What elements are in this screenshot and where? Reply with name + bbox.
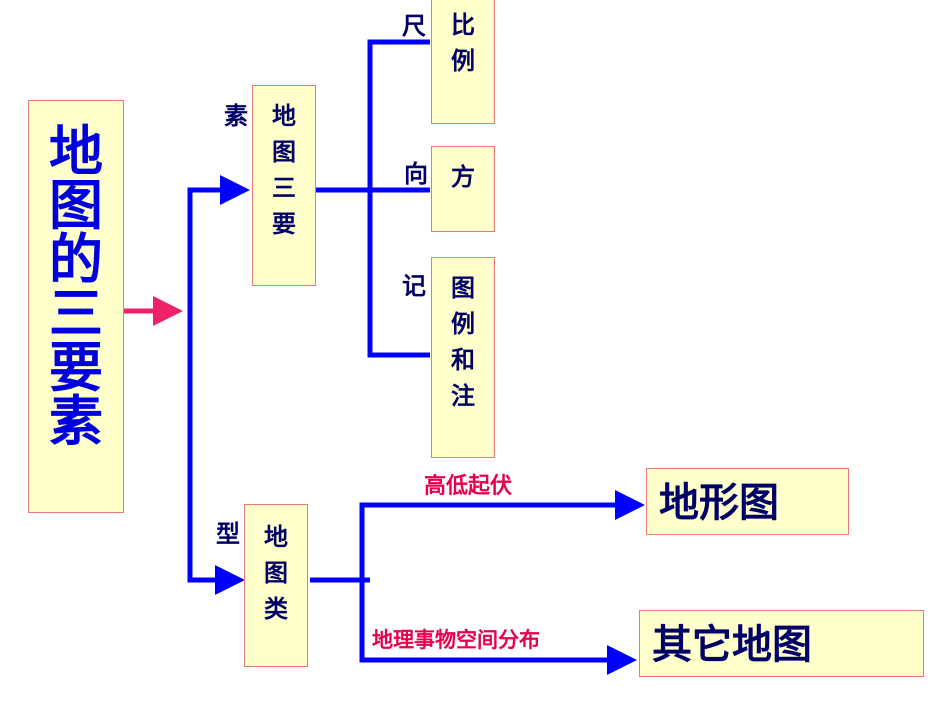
- legend-side-char: 记: [402, 272, 426, 300]
- types-bracket: [359, 502, 628, 663]
- title-char: 的: [49, 228, 103, 291]
- elements-bracket: [367, 39, 430, 358]
- elements-char: 要: [272, 210, 296, 238]
- title-char: 地: [49, 120, 103, 183]
- scale-char: 例: [451, 47, 475, 75]
- types-side-char: 型: [216, 520, 240, 548]
- relief-target-box: 地形图: [646, 468, 849, 535]
- elements-char: 地: [272, 102, 296, 130]
- other-target-text: 其它地图: [652, 622, 812, 668]
- legend-char: 例: [451, 310, 475, 338]
- other-target-box: 其它地图: [639, 610, 924, 677]
- title-char: 三: [49, 282, 103, 345]
- types-char: 类: [264, 595, 288, 623]
- other-edge-label: 地理事物空间分布: [372, 628, 540, 652]
- legend-box: 图 例 和 注: [431, 257, 495, 458]
- direction-side-char: 向: [404, 160, 428, 188]
- types-char: 图: [264, 559, 288, 587]
- title-char: 图: [49, 174, 103, 237]
- direction-char: 方: [451, 163, 475, 191]
- scale-box: 比 例: [431, 0, 495, 124]
- title-box: 地 图 的 三 要 素: [28, 100, 124, 513]
- scale-side-char: 尺: [402, 12, 426, 40]
- legend-char: 和: [451, 346, 475, 374]
- scale-char: 比: [451, 11, 475, 39]
- direction-box: 方: [431, 146, 495, 232]
- title-char: 要: [49, 336, 103, 399]
- legend-char: 图: [451, 274, 475, 302]
- elements-char: 图: [272, 138, 296, 166]
- legend-char: 注: [451, 382, 475, 410]
- relief-edge-label: 高低起伏: [424, 474, 513, 499]
- relief-target-text: 地形图: [659, 480, 779, 526]
- elements-box: 地 图 三 要: [252, 85, 316, 286]
- types-box: 地 图 类: [244, 504, 308, 667]
- elements-side-char: 素: [224, 102, 248, 130]
- elements-char: 三: [272, 174, 296, 202]
- title-char: 素: [49, 390, 103, 453]
- types-char: 地: [264, 523, 288, 551]
